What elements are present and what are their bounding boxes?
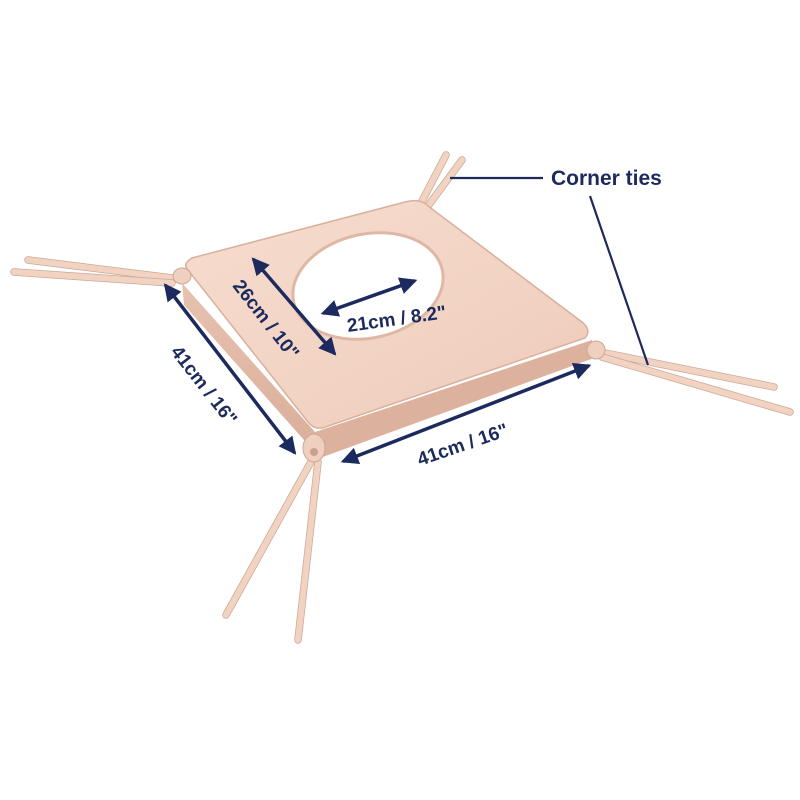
corner-tie-back [416,151,466,210]
seat-cushion [172,199,606,463]
corner-tie-front [222,456,322,644]
corner-tie-left [10,256,176,287]
corner-ties-callout: Corner ties [551,167,662,190]
side-left-arrow [163,283,297,455]
callout-leader-right [588,195,650,366]
side-front-arrow [340,362,592,465]
hole-width-arrow [320,277,418,317]
corner-tie-right [596,348,794,416]
